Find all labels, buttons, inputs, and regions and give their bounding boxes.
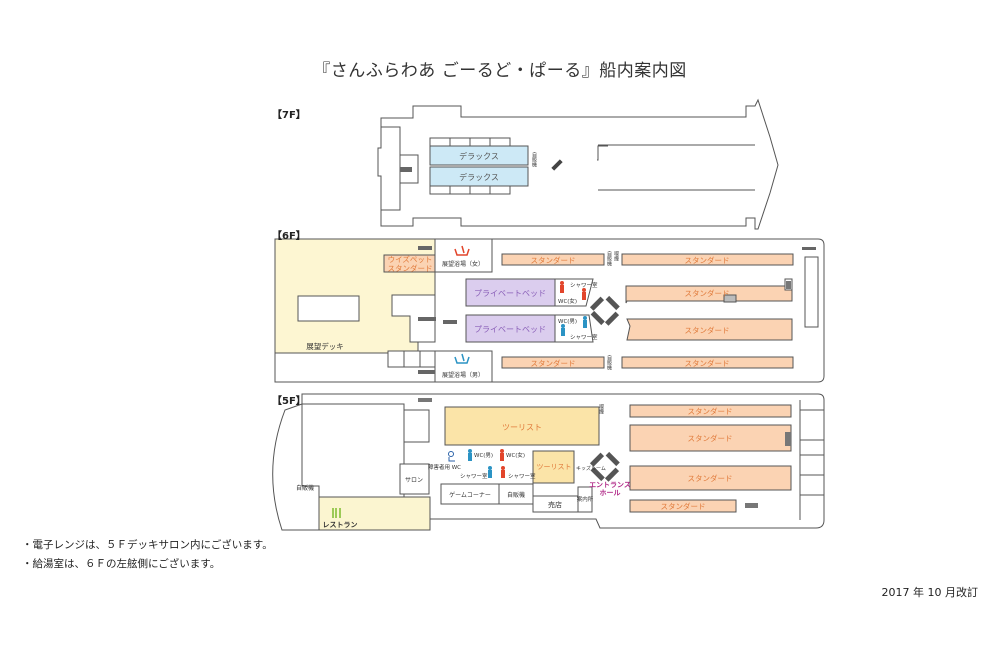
room-game-corner — [440, 483, 500, 505]
floor-7f-cabins — [400, 137, 563, 195]
room-standard — [629, 499, 737, 513]
stairs-icon — [785, 432, 791, 446]
room-vending — [498, 483, 534, 505]
stairs-icon — [400, 167, 412, 172]
wc-female-icon — [560, 281, 564, 293]
wall-7f — [381, 126, 401, 211]
room-standard — [501, 356, 605, 369]
room-info — [577, 486, 593, 513]
room-standard — [626, 318, 793, 341]
note-microwave: ・電子レンジは、５Ｆデッキサロン内にございます。 — [22, 539, 273, 551]
page-title: 『さんふらわあ ごーるど・ぱーる』船内案内図 — [313, 61, 687, 81]
room-private-bed-2 — [465, 314, 556, 343]
floor-7f-plan — [377, 98, 779, 230]
stairs-icon — [443, 320, 457, 324]
stairs-icon — [802, 247, 816, 250]
wc-male-icon — [468, 449, 472, 461]
stairs-icon — [551, 159, 563, 171]
wc-female-icon — [582, 288, 586, 300]
restaurant-icon — [332, 508, 341, 518]
room-deluxe-2 — [429, 166, 529, 187]
room-deluxe-1 — [429, 145, 529, 166]
room-shop — [532, 495, 579, 513]
corridor-7f — [598, 144, 755, 191]
deck-7f-outline — [377, 98, 779, 230]
stairs-icon — [418, 246, 432, 250]
room-tourist-small — [532, 450, 575, 484]
floor-label-7f: 【7F】 — [272, 110, 306, 121]
floor-label-6f: 【6F】 — [272, 231, 306, 242]
room-salon — [399, 463, 430, 495]
room-standard — [629, 424, 792, 452]
stairs-icon — [745, 503, 758, 508]
floor-6f-plan — [274, 238, 825, 383]
room-bath-male — [434, 350, 493, 383]
room-shower-wc-male — [554, 314, 594, 343]
wc-female-icon — [501, 466, 505, 478]
floor-5f-plan — [272, 393, 825, 531]
room-tourist-large — [444, 406, 600, 446]
note-hot-water-room: ・給湯室は、６Ｆの左舷側にございます。 — [22, 558, 221, 570]
room-standard — [629, 465, 792, 491]
room-private-bed-1 — [465, 278, 556, 307]
escalator-icon — [589, 451, 620, 482]
wall-7f — [597, 145, 608, 161]
wc-female-icon — [500, 449, 504, 461]
revision-date: 2017 年 10 月改訂 — [881, 586, 978, 599]
wc-male-icon — [488, 466, 492, 478]
stairs-icon — [418, 370, 435, 374]
room-standard — [621, 356, 794, 369]
deck-structure — [297, 295, 360, 322]
room-standard — [501, 253, 605, 266]
room-standard — [625, 285, 793, 304]
stairs-icon — [418, 317, 436, 321]
bath-male-icon — [454, 353, 470, 364]
room-standard — [629, 404, 792, 418]
stairs-icon — [418, 398, 432, 402]
room-with-pet-standard — [383, 254, 436, 273]
accessible-wc-icon — [448, 451, 455, 462]
wc-male-icon — [561, 324, 565, 336]
wall-7f — [400, 154, 419, 184]
bath-female-icon — [454, 245, 470, 256]
floor-label-5f: 【5F】 — [272, 396, 306, 407]
room-standard — [621, 253, 794, 266]
wc-male-icon — [583, 316, 587, 328]
escalator-icon — [589, 295, 620, 326]
